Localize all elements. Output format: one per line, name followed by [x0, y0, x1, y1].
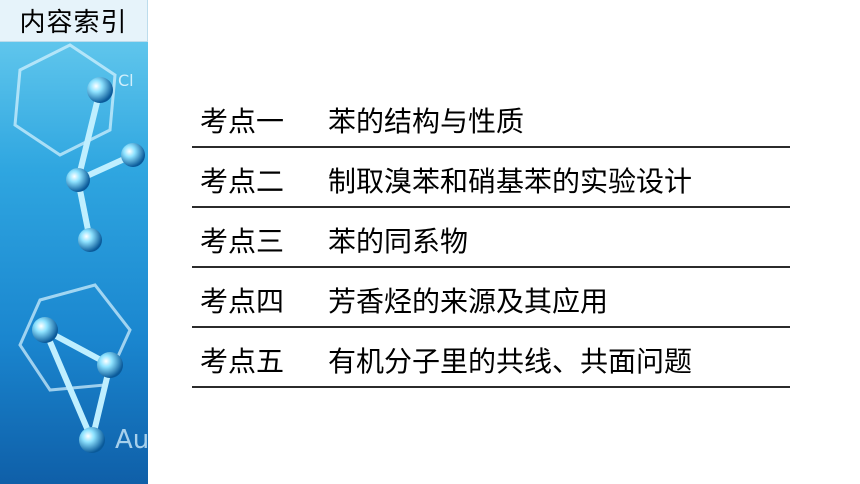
index-list: 考点一 苯的结构与性质 考点二 制取溴苯和硝基苯的实验设计 考点三 苯的同系物 …	[192, 88, 790, 388]
item-title: 苯的同系物	[328, 225, 469, 258]
item-title: 芳香烃的来源及其应用	[328, 285, 609, 318]
item-title: 苯的结构与性质	[328, 105, 525, 138]
index-item-4[interactable]: 考点四 芳香烃的来源及其应用	[192, 268, 790, 328]
index-item-1[interactable]: 考点一 苯的结构与性质	[192, 88, 790, 148]
item-title: 有机分子里的共线、共面问题	[328, 345, 693, 378]
atom-6	[97, 352, 123, 378]
atom-1	[87, 77, 113, 103]
atom-3	[121, 143, 145, 167]
item-number: 考点二	[200, 165, 285, 198]
content-index-title-box: 内容索引	[0, 0, 148, 42]
deco-label-cl: Cl	[118, 71, 134, 90]
index-item-3[interactable]: 考点三 苯的同系物	[192, 208, 790, 268]
content-index-title: 内容索引	[19, 8, 128, 38]
molecule-illustration: Cl Au	[13, 43, 148, 455]
item-number: 考点三	[200, 225, 285, 258]
index-item-2[interactable]: 考点二 制取溴苯和硝基苯的实验设计	[192, 148, 790, 208]
atom-2	[66, 168, 90, 192]
item-number: 考点五	[200, 345, 285, 378]
item-number: 考点一	[200, 105, 285, 138]
atom-4	[78, 228, 102, 252]
item-number: 考点四	[200, 285, 285, 318]
deco-label-au: Au	[115, 425, 148, 455]
atom-7	[79, 427, 105, 453]
side-decoration-panel: Cl Au	[0, 0, 148, 484]
item-title: 制取溴苯和硝基苯的实验设计	[328, 165, 693, 198]
atom-5	[32, 317, 58, 343]
index-item-5[interactable]: 考点五 有机分子里的共线、共面问题	[192, 328, 790, 388]
